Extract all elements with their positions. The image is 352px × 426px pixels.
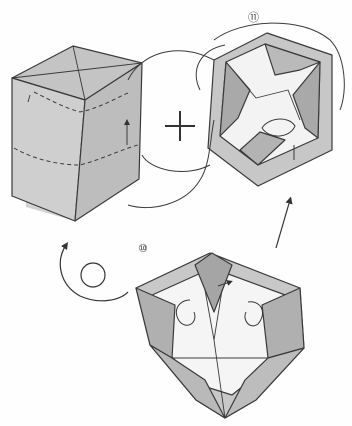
plus-icon (165, 111, 195, 141)
open-form-step-10 (136, 253, 304, 418)
arrow-up-icon (276, 200, 290, 248)
connector-lower-left (142, 155, 210, 172)
turn-over-loop-icon (60, 245, 128, 301)
open-box-step-11 (208, 33, 332, 186)
step-11-label: ⑪ (248, 11, 259, 24)
finished-cube (12, 46, 142, 221)
connector-bottom-sweep (128, 120, 214, 208)
step-10-label: ⑩ (138, 242, 148, 255)
